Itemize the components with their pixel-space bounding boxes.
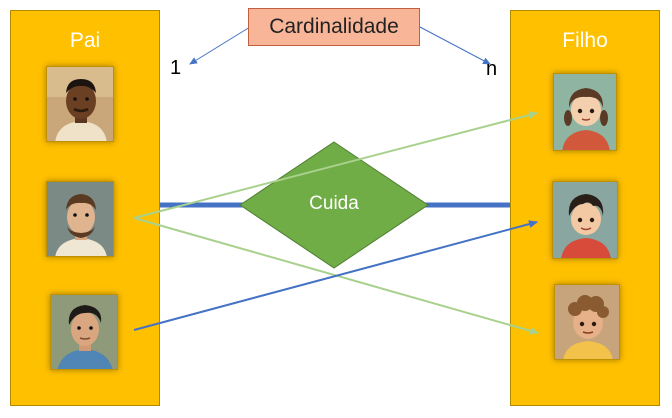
entity-pai-title: Pai [69, 29, 101, 52]
cardinality-arrow-right [419, 26, 491, 65]
child-girl-icon [553, 73, 617, 151]
child-boy-icon [552, 181, 618, 259]
relationship-diamond [239, 141, 429, 269]
child-curly-icon [554, 284, 620, 360]
mapping-line-father2-girl [133, 111, 538, 219]
cardinality-many: n [486, 58, 498, 80]
entity-filho-title: Filho [562, 29, 608, 52]
father-3-icon [50, 294, 118, 370]
father-1-icon [46, 66, 114, 142]
mapping-line-father3-boy [133, 220, 538, 331]
relationship-label: Cuida [309, 193, 359, 214]
cardinality-arrow-left [189, 26, 251, 65]
father-2-icon [46, 181, 114, 257]
cardinality-box: Cardinalidade [248, 8, 420, 46]
cardinality-one: 1 [170, 57, 182, 79]
